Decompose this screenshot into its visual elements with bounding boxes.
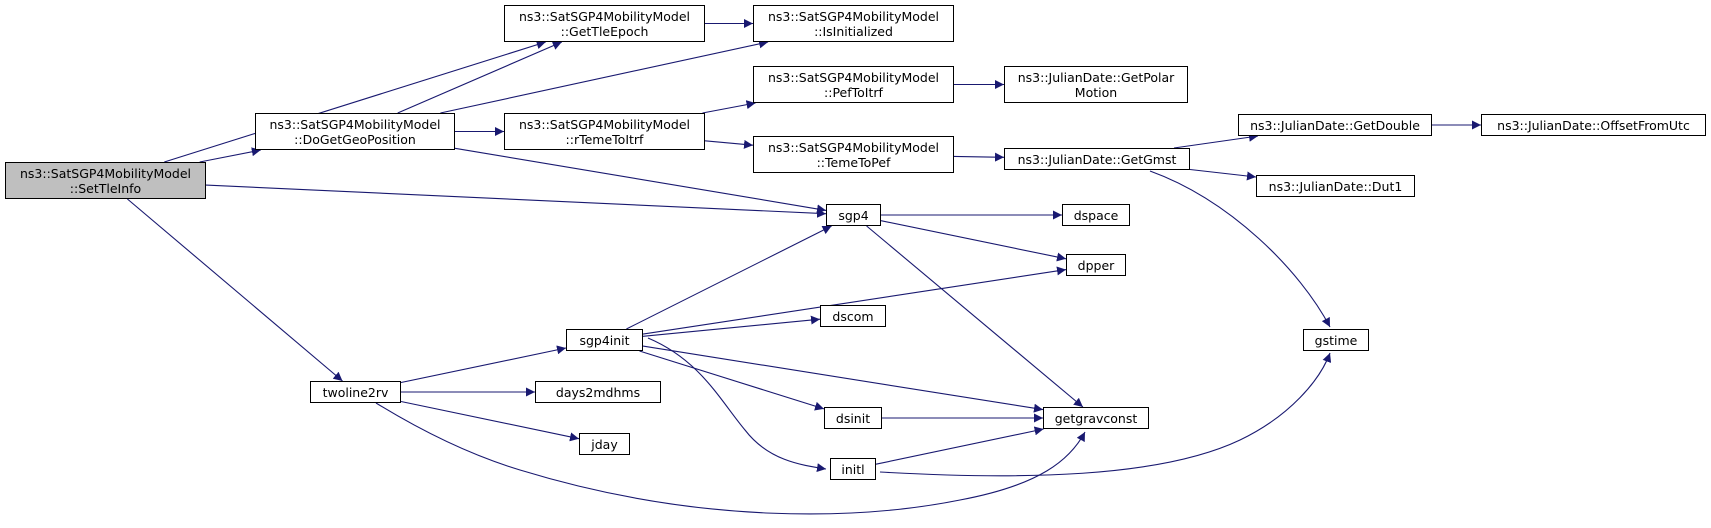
- node-rtemetoitrf[interactable]: ns3::SatSGP4MobilityModel ::rTemeToItrf: [504, 113, 705, 150]
- node-label-line1: ns3::SatSGP4MobilityModel: [19, 165, 192, 181]
- edge-setTleInfo-to-getTleEpoch: [164, 40, 546, 163]
- node-label-line1: ns3::JulianDate::GetPolar: [1017, 69, 1175, 85]
- node-label-line2: ::TemeToPef: [816, 154, 891, 170]
- edge-setTleInfo-to-twoline2rv: [127, 198, 343, 382]
- edge-sgp4init-to-initl: [647, 337, 827, 473]
- node-label-line1: ns3::SatSGP4MobilityModel: [518, 8, 691, 24]
- node-label-line2: Motion: [1074, 84, 1118, 100]
- node-jday[interactable]: jday: [579, 433, 630, 455]
- node-initl[interactable]: initl: [830, 458, 876, 480]
- node-isinitialized[interactable]: ns3::SatSGP4MobilityModel ::IsInitialize…: [753, 5, 954, 42]
- edge-rTemeToItrf-to-pefToItrf: [702, 100, 756, 114]
- node-label-line2: ::PefToItrf: [824, 84, 883, 100]
- edge-twoline2rv-to-getgravconst: [375, 402, 1086, 515]
- edge-initl-to-getgravconst: [875, 426, 1044, 465]
- node-label: dsinit: [835, 410, 871, 426]
- edge-sgp4init-to-dpper: [642, 266, 1067, 335]
- node-label-line1: ns3::SatSGP4MobilityModel: [518, 116, 691, 132]
- edge-twoline2rv-to-jday: [400, 400, 580, 442]
- node-getgmst[interactable]: ns3::JulianDate::GetGmst: [1004, 148, 1190, 170]
- edge-sgp4-to-dpper: [880, 220, 1067, 262]
- node-label-line2: ::GetTleEpoch: [560, 23, 649, 39]
- node-offsetfromutc[interactable]: ns3::JulianDate::OffsetFromUtc: [1481, 114, 1706, 136]
- edge-getGmst-to-dut1: [1189, 168, 1257, 181]
- node-label: ns3::JulianDate::GetDouble: [1250, 117, 1420, 133]
- node-label: sgp4: [838, 207, 869, 223]
- node-label-line1: ns3::SatSGP4MobilityModel: [269, 116, 441, 132]
- edge-getGmst-to-gstime: [1149, 170, 1331, 328]
- node-dpper[interactable]: dpper: [1066, 254, 1126, 276]
- node-label: ns3::JulianDate::Dut1: [1268, 178, 1403, 194]
- node-getpolarmotion[interactable]: ns3::JulianDate::GetPolar Motion: [1004, 66, 1188, 103]
- node-label: initl: [841, 461, 865, 477]
- node-label: sgp4init: [579, 332, 630, 348]
- node-dspace[interactable]: dspace: [1062, 204, 1130, 226]
- node-getdouble[interactable]: ns3::JulianDate::GetDouble: [1238, 114, 1432, 136]
- node-label-line1: ns3::SatSGP4MobilityModel: [767, 139, 940, 155]
- node-getgravconst[interactable]: getgravconst: [1043, 407, 1149, 429]
- node-label: dspace: [1073, 207, 1119, 223]
- node-label: ns3::JulianDate::GetGmst: [1017, 151, 1177, 167]
- node-label: twoline2rv: [322, 384, 389, 400]
- edge-sgp4init-to-getgravconst: [642, 345, 1044, 413]
- node-sgp4[interactable]: sgp4: [826, 204, 881, 226]
- node-label-line2: ::IsInitialized: [814, 23, 893, 39]
- node-label: dscom: [832, 308, 874, 324]
- edge-getGmst-to-getDouble: [1173, 132, 1259, 149]
- node-label-line2: ::DoGetGeoPosition: [294, 131, 416, 147]
- node-dsinit[interactable]: dsinit: [824, 407, 882, 429]
- edge-doGetGeoPosition-to-getTleEpoch: [397, 41, 563, 114]
- node-label-line1: ns3::SatSGP4MobilityModel: [767, 8, 940, 24]
- edge-setTleInfo-to-doGetGeoPosition: [199, 147, 261, 163]
- node-dogetgeoposition[interactable]: ns3::SatSGP4MobilityModel ::DoGetGeoPosi…: [255, 113, 455, 150]
- node-label: jday: [591, 436, 618, 452]
- node-label: days2mdhms: [555, 384, 641, 400]
- edge-rTemeToItrf-to-temeToPef: [704, 139, 754, 149]
- node-label-line1: ns3::SatSGP4MobilityModel: [767, 69, 940, 85]
- edge-setTleInfo-to-sgp4: [205, 184, 827, 218]
- node-gstime[interactable]: gstime: [1303, 329, 1369, 351]
- edge-sgp4init-to-dscom: [642, 315, 821, 337]
- node-sgp4init[interactable]: sgp4init: [566, 329, 643, 351]
- node-label: ns3::JulianDate::OffsetFromUtc: [1497, 117, 1690, 133]
- node-dscom[interactable]: dscom: [820, 305, 886, 327]
- edge-doGetGeoPosition-to-sgp4: [454, 147, 827, 214]
- node-temetopef[interactable]: ns3::SatSGP4MobilityModel ::TemeToPef: [753, 136, 954, 173]
- edge-sgp4init-to-dsinit: [639, 350, 825, 411]
- edge-doGetGeoPosition-to-isInitialized: [440, 39, 769, 114]
- edge-twoline2rv-to-sgp4init: [400, 345, 567, 384]
- edge-sgp4-to-getgravconst: [866, 225, 1084, 408]
- edge-sgp4init-to-sgp4: [626, 225, 832, 330]
- node-twoline2rv[interactable]: twoline2rv: [310, 381, 401, 403]
- node-dut1[interactable]: ns3::JulianDate::Dut1: [1256, 175, 1415, 197]
- node-label: getgravconst: [1054, 410, 1138, 426]
- node-settleinfo: ns3::SatSGP4MobilityModel ::SetTleInfo: [5, 162, 206, 199]
- node-gettleepoch[interactable]: ns3::SatSGP4MobilityModel ::GetTleEpoch: [504, 5, 705, 42]
- edge-initl-to-gstime: [879, 352, 1332, 477]
- node-label-line2: ::SetTleInfo: [69, 180, 142, 196]
- node-days2mdhms[interactable]: days2mdhms: [535, 381, 661, 403]
- node-label: gstime: [1314, 332, 1358, 348]
- node-label-line2: ::rTemeToItrf: [565, 131, 644, 147]
- node-label: dpper: [1077, 257, 1115, 273]
- edge-temeToPef-to-getGmst: [953, 152, 1005, 162]
- node-peftoitrf[interactable]: ns3::SatSGP4MobilityModel ::PefToItrf: [753, 66, 954, 103]
